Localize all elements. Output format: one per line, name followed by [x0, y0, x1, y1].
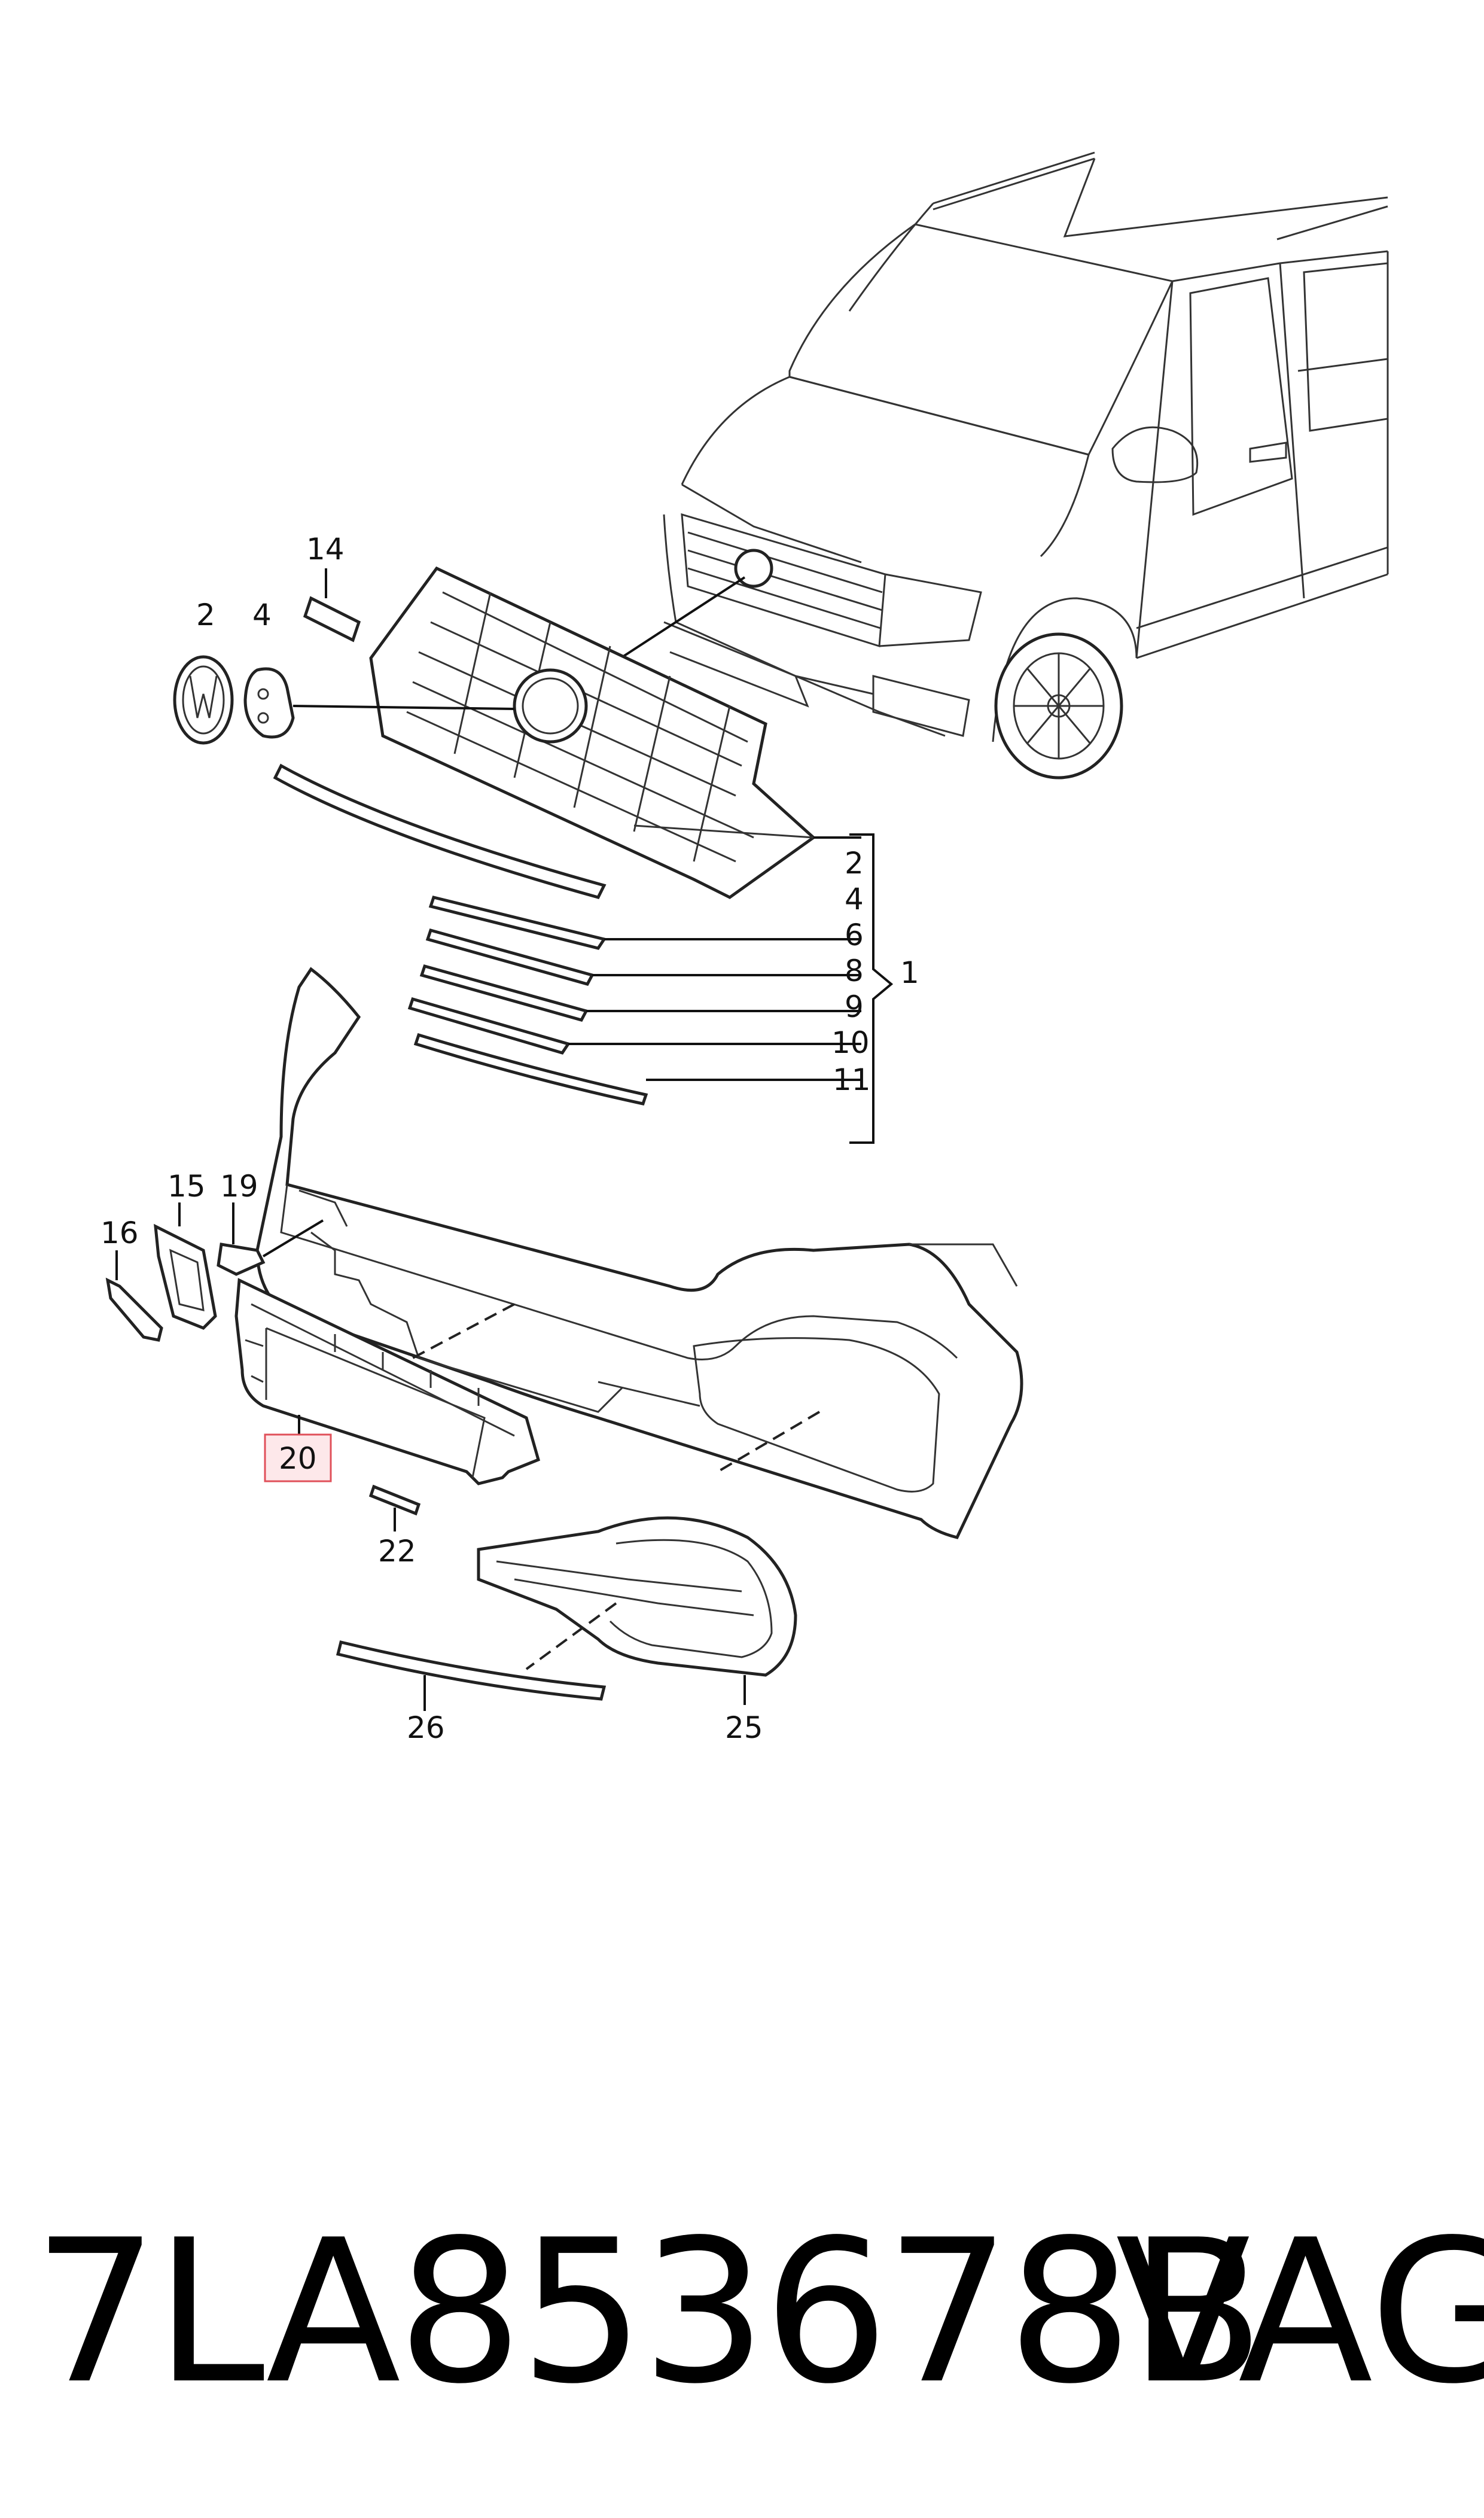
callout-9: 9: [845, 989, 864, 1024]
callout-22: 22: [378, 1534, 416, 1569]
callout-15: 15: [167, 1169, 206, 1204]
callout-14: 14: [306, 532, 345, 567]
highlight-box-20: [264, 1433, 332, 1482]
trim-strip-10: [407, 997, 571, 1055]
callout-2-list: 2: [845, 846, 864, 881]
callout-8: 8: [845, 954, 864, 988]
callout-16: 16: [100, 1216, 139, 1250]
trim-26: [336, 1640, 607, 1701]
trim-16: [105, 1277, 163, 1342]
callout-2-emblem: 2: [196, 598, 215, 632]
clip-19: [217, 1243, 266, 1276]
lower-grille-20: [234, 1278, 541, 1485]
callout-25: 25: [725, 1710, 763, 1745]
trim-22: [368, 1484, 421, 1516]
trim-strip-6: [428, 896, 607, 950]
emblem-carrier: [243, 667, 515, 739]
clip-14: [303, 568, 361, 643]
parts-diagram: 14 2 4 2 4 6 8 9 10 11 1 15 19 16 20 22 …: [100, 151, 1389, 1745]
part-number-text: 7LA853678B: [33, 2197, 1264, 2427]
front-bumper: [255, 967, 1023, 1539]
trim-strip-8: [425, 928, 595, 986]
callout-4-carrier: 4: [252, 598, 272, 632]
callout-20: 20: [279, 1441, 317, 1476]
fog-frame-25: [477, 1516, 797, 1705]
vw-emblem: [173, 655, 234, 745]
bracket-15: [154, 1223, 217, 1330]
trim-strip-11: [413, 1033, 648, 1106]
callout-6: 6: [845, 918, 864, 952]
callout-10: 10: [831, 1025, 870, 1060]
group-bracket: [849, 833, 894, 1144]
callout-4-list: 4: [845, 882, 864, 917]
callout-11: 11: [833, 1062, 871, 1097]
trim-strip-9: [419, 964, 589, 1022]
callout-1: 1: [900, 955, 919, 990]
van-illustration: [615, 151, 1389, 780]
callout-19: 19: [220, 1169, 258, 1204]
brand-text: VAG: [1116, 2197, 1484, 2427]
callout-26: 26: [407, 1710, 445, 1745]
trim-strip-top: [273, 763, 607, 899]
